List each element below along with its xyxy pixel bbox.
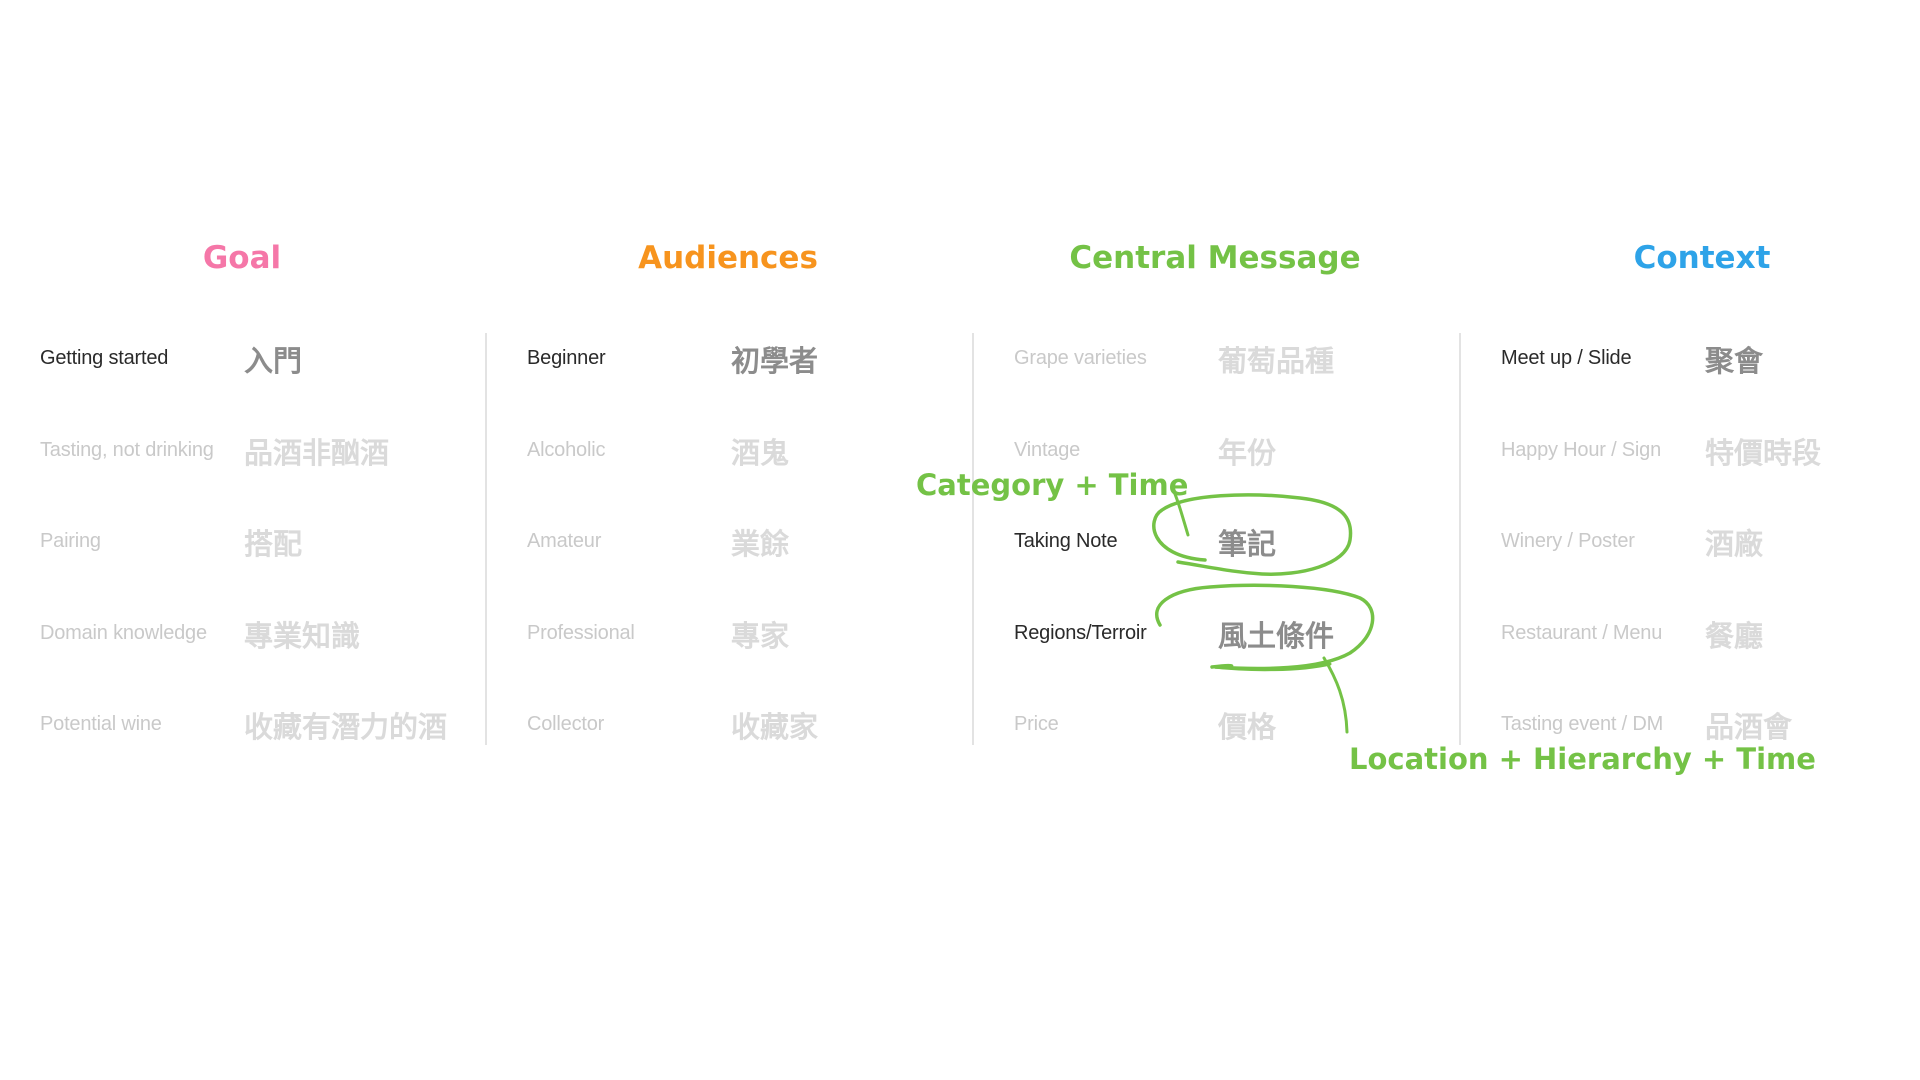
item-label-zh: 專家 — [731, 619, 790, 653]
leader-location-time — [1322, 656, 1349, 734]
circle-regions-underline — [1212, 662, 1332, 672]
item-label-en: Winery / Poster — [1501, 530, 1635, 552]
item-label-zh: 特價時段 — [1705, 436, 1822, 470]
item-label-zh: 收藏有潛力的酒 — [244, 710, 448, 744]
item-label-zh: 收藏家 — [731, 710, 819, 744]
item-label-zh: 酒廠 — [1705, 527, 1764, 561]
column-divider — [485, 333, 487, 745]
item-label-zh: 餐廳 — [1705, 619, 1764, 653]
heading-central-message: Central Message — [1069, 240, 1361, 276]
item-label-zh: 價格 — [1218, 710, 1277, 744]
item-label-en: Tasting, not drinking — [40, 439, 214, 461]
item-label-zh: 葡萄品種 — [1218, 344, 1335, 378]
item-label-en: Meet up / Slide — [1501, 347, 1632, 369]
heading-audiences: Audiences — [638, 240, 818, 276]
item-label-zh: 筆記 — [1218, 527, 1277, 561]
item-label-en: Taking Note — [1014, 530, 1118, 552]
item-label-en: Beginner — [527, 347, 606, 369]
item-label-zh: 搭配 — [244, 527, 303, 561]
item-label-zh: 酒鬼 — [731, 436, 790, 470]
item-label-en: Vintage — [1014, 439, 1081, 461]
item-label-en: Pairing — [40, 530, 101, 552]
item-label-en: Getting started — [40, 347, 169, 369]
item-label-en: Amateur — [527, 530, 602, 552]
heading-goal: Goal — [202, 240, 282, 276]
item-label-en: Domain knowledge — [40, 622, 207, 644]
item-label-en: Happy Hour / Sign — [1501, 439, 1662, 461]
item-label-en: Tasting event / DM — [1501, 713, 1664, 735]
circle-regions-terroir — [1155, 583, 1375, 671]
heading-context: Context — [1633, 240, 1771, 276]
item-label-en: Regions/Terroir — [1014, 622, 1147, 644]
item-label-zh: 品酒會 — [1705, 710, 1793, 744]
item-label-en: Alcoholic — [527, 439, 606, 461]
item-label-en: Potential wine — [40, 713, 162, 735]
circle-taking-note — [1152, 493, 1353, 576]
annotation-location-hierarchy-time: Location + Hierarchy + Time — [1349, 742, 1816, 776]
leader-category-time — [1170, 485, 1190, 537]
item-label-zh: 年份 — [1218, 436, 1277, 470]
item-label-zh: 業餘 — [731, 527, 790, 561]
item-label-zh: 品酒非酗酒 — [244, 436, 390, 470]
item-label-en: Professional — [527, 622, 635, 644]
item-label-zh: 專業知識 — [244, 619, 361, 653]
item-label-en: Grape varieties — [1014, 347, 1147, 369]
item-label-en: Price — [1014, 713, 1059, 735]
column-divider — [1459, 333, 1461, 745]
item-label-zh: 入門 — [244, 344, 303, 378]
column-divider — [972, 333, 974, 745]
item-label-zh: 初學者 — [731, 344, 819, 378]
annotation-category-time: Category + Time — [916, 468, 1189, 502]
item-label-zh: 風土條件 — [1218, 619, 1335, 653]
item-label-zh: 聚會 — [1705, 344, 1764, 378]
item-label-en: Restaurant / Menu — [1501, 622, 1663, 644]
item-label-en: Collector — [527, 713, 605, 735]
